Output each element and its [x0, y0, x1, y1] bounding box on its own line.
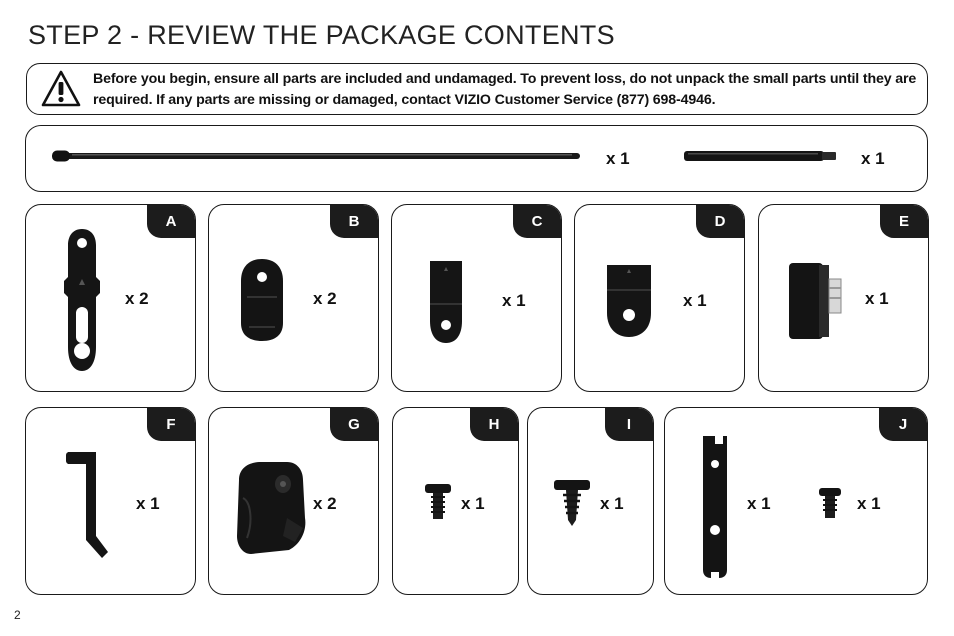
part-f-image [66, 452, 108, 558]
long-rod-qty: x 1 [606, 149, 630, 168]
part-qty: x 1 [136, 494, 160, 513]
part-box-f: F x 1 [25, 407, 196, 595]
short-rod-qty: x 1 [861, 149, 885, 168]
part-letter: A [147, 205, 195, 238]
part-qty: x 2 [313, 494, 337, 513]
part-box-i: I x 1 [527, 407, 654, 595]
part-e-image [789, 263, 842, 339]
part-b-image [241, 259, 283, 341]
screw-j-image [819, 488, 841, 518]
part-g-image [237, 462, 306, 554]
rods-box: x 1 x 1 [25, 125, 928, 192]
part-qty: x 1 [461, 494, 485, 513]
part-letter: D [696, 205, 744, 238]
page-title: STEP 2 - REVIEW THE PACKAGE CONTENTS [28, 20, 615, 50]
part-qty: x 1 [683, 291, 707, 310]
part-letter: F [147, 408, 195, 441]
part-letter: E [880, 205, 928, 238]
part-qty: x 2 [125, 289, 149, 308]
part-qty: x 2 [313, 289, 337, 308]
long-rod-image [52, 150, 580, 162]
part-box-d: D x 1 [574, 204, 745, 392]
part-letter: C [513, 205, 561, 238]
part-qty: x 1 [600, 494, 624, 513]
part-letter: I [605, 408, 653, 441]
warning-box: Before you begin, ensure all parts are i… [26, 63, 928, 115]
part-box-e: E x 1 [758, 204, 929, 392]
part-qty: x 1 [865, 289, 889, 308]
part-qty: x 1 [747, 494, 771, 513]
part-letter: H [470, 408, 518, 441]
warning-triangle-icon [41, 70, 81, 107]
page-number: 2 [14, 608, 21, 622]
part-qty-2: x 1 [857, 494, 881, 513]
short-rod-image [684, 151, 836, 161]
part-letter: G [330, 408, 378, 441]
part-box-h: H x 1 [392, 407, 519, 595]
part-d-image [607, 265, 651, 337]
screw-i-image [554, 480, 590, 526]
part-box-j: J x 1 x 1 [664, 407, 928, 595]
part-letter: J [879, 408, 927, 441]
part-box-b: B x 2 [208, 204, 379, 392]
part-c-image [430, 261, 462, 343]
screw-h-image [425, 484, 451, 519]
part-qty: x 1 [502, 291, 526, 310]
part-box-g: G x 2 [208, 407, 379, 595]
part-a-image [64, 229, 100, 371]
warning-text: Before you begin, ensure all parts are i… [93, 71, 917, 108]
wrench-j-image [703, 436, 727, 578]
part-box-c: C x 1 [391, 204, 562, 392]
part-box-a: A x 2 [25, 204, 196, 392]
part-letter: B [330, 205, 378, 238]
